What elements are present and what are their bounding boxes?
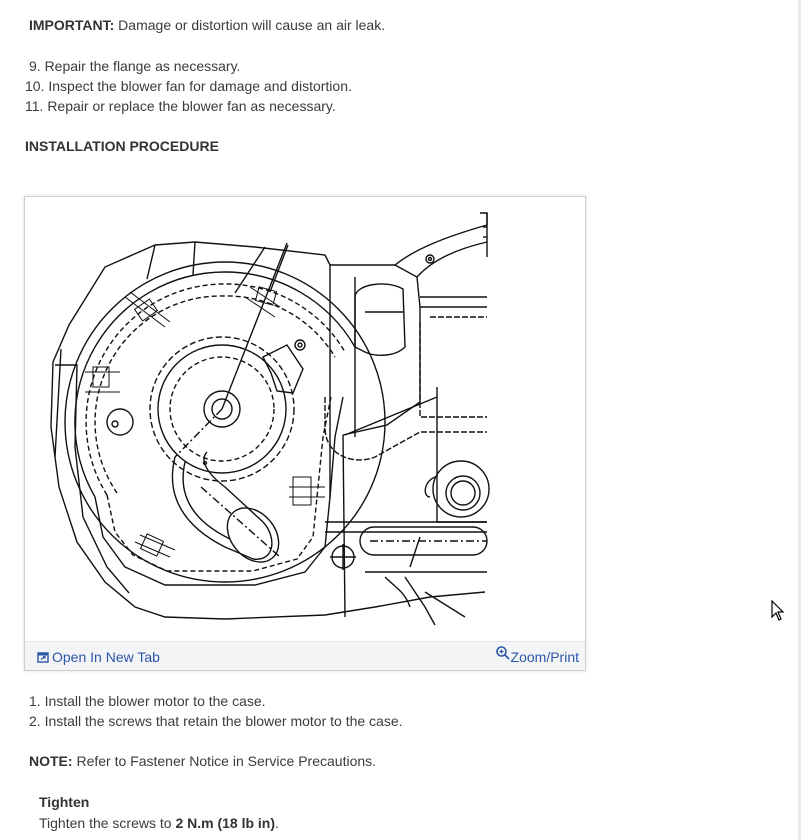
tighten-prefix: Tighten the screws to (39, 815, 176, 831)
removal-step-10: 10. Inspect the blower fan for damage an… (25, 78, 352, 94)
blower-motor-diagram[interactable] (25, 197, 585, 642)
section-heading: INSTALLATION PROCEDURE (25, 138, 219, 154)
removal-step-11: 11. Repair or replace the blower fan as … (25, 98, 336, 114)
install-step-2: 2. Install the screws that retain the bl… (29, 713, 403, 729)
zoom-icon (495, 646, 510, 660)
open-new-tab-label: Open In New Tab (52, 649, 160, 665)
tighten-suffix: . (275, 815, 279, 831)
open-new-tab-icon (37, 652, 49, 663)
figure-toolbar: Open In New Tab Zoom/Print (25, 641, 585, 670)
important-label: IMPORTANT: (29, 17, 115, 33)
note-label: NOTE: (29, 753, 73, 769)
note: NOTE: Refer to Fastener Notice in Servic… (29, 753, 376, 769)
removal-step-9: 9. Repair the flange as necessary. (29, 58, 241, 74)
tighten-spec: Tighten the screws to 2 N.m (18 lb in). (39, 815, 279, 831)
tighten-heading: Tighten (39, 794, 90, 810)
zoom-print-label: Zoom/Print (510, 649, 579, 665)
figure-container: Open In New Tab Zoom/Print (24, 196, 586, 671)
torque-value: 2 N.m (18 lb in) (175, 815, 276, 831)
important-text: Damage or distortion will cause an air l… (114, 17, 386, 33)
mouse-cursor-icon (771, 600, 785, 621)
important-notice: IMPORTANT: Damage or distortion will cau… (29, 17, 385, 33)
zoom-print-link[interactable]: Zoom/Print (495, 645, 579, 665)
open-new-tab-link[interactable]: Open In New Tab (37, 649, 160, 665)
page-scroll-edge (798, 0, 801, 840)
note-text: Refer to Fastener Notice in Service Prec… (72, 753, 377, 769)
install-step-1: 1. Install the blower motor to the case. (29, 693, 266, 709)
